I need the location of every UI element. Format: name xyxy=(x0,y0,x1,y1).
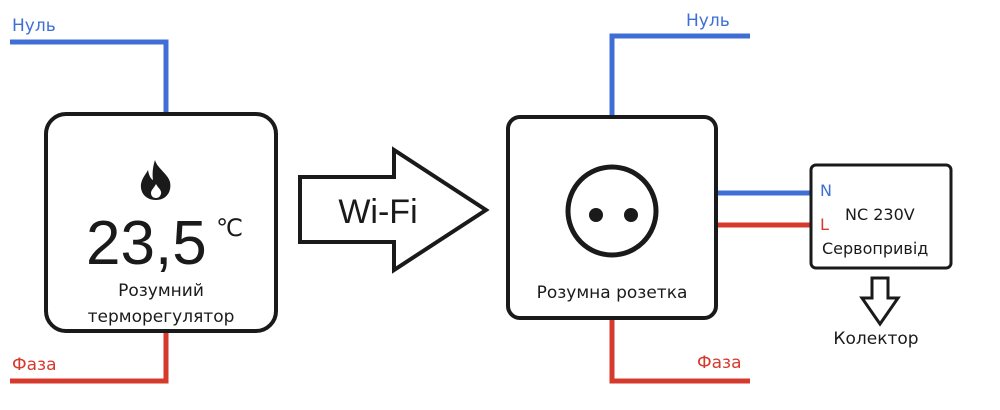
collector-label: Колектор xyxy=(833,329,918,349)
socket-phase-wire xyxy=(609,318,750,384)
actuator-l-terminal: L xyxy=(820,215,829,234)
down-arrow-icon xyxy=(859,276,901,327)
thermostat-phase-wire xyxy=(10,330,169,384)
thermostat-phase-label: Фаза xyxy=(12,355,57,375)
thermostat-neutral-wire xyxy=(10,39,169,115)
thermostat-neutral-label: Нуль xyxy=(12,16,56,36)
temperature-unit: ℃ xyxy=(216,214,243,242)
servo-actuator: N L NC 230V Сервопривід xyxy=(809,163,953,270)
socket-name: Розумна розетка xyxy=(537,283,688,303)
wifi-label: Wi-Fi xyxy=(338,193,417,231)
smart-thermostat: 23,5 ℃ Розумний терморегулятор xyxy=(44,112,278,333)
thermostat-name-line2: терморегулятор xyxy=(88,307,235,327)
actuator-name: Сервопривід xyxy=(822,239,928,258)
power-outlet-icon xyxy=(565,164,659,258)
socket-phase-label: Фаза xyxy=(697,353,742,373)
thermostat-name-line1: Розумний xyxy=(118,281,204,301)
smart-socket: Розумна розетка xyxy=(506,115,718,320)
flame-icon xyxy=(140,160,171,200)
socket-neutral-label: Нуль xyxy=(686,11,730,31)
actuator-type: NC 230V xyxy=(845,205,915,224)
temperature-readout: 23,5 xyxy=(86,209,207,278)
actuator-n-terminal: N xyxy=(820,181,832,200)
socket-neutral-wire xyxy=(609,33,750,117)
wifi-arrow: Wi-Fi xyxy=(298,146,490,274)
